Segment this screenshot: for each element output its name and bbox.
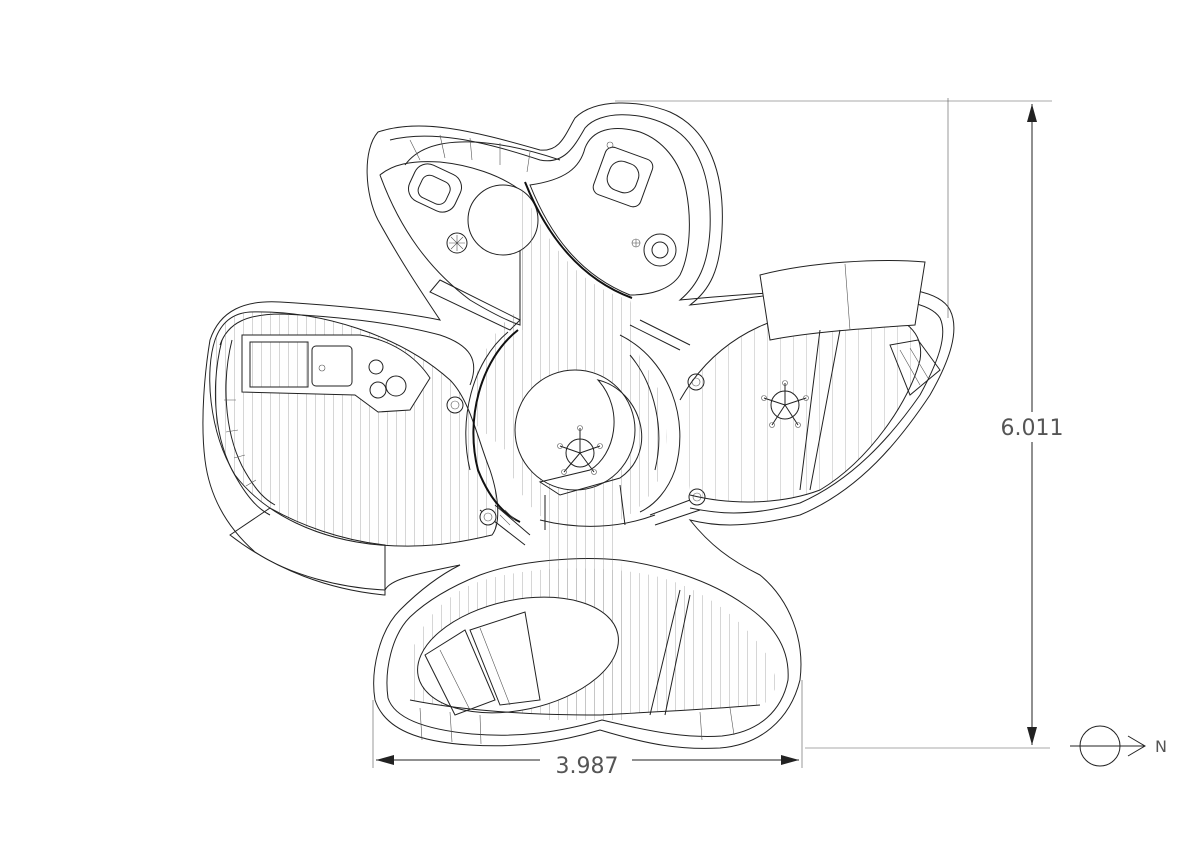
sofa-island [417, 596, 619, 714]
sink-drain [318, 364, 326, 372]
washbasin [631, 233, 677, 267]
height-dimension-label: 6.011 [1001, 416, 1064, 441]
sink-drainboard [249, 341, 309, 388]
width-dimension: 3.987 [372, 680, 803, 780]
plant-pot [446, 232, 468, 254]
west-bench-ring [214, 339, 386, 596]
desk-chair [761, 380, 809, 428]
cooktop-burner [368, 359, 384, 375]
kitchen-counter [241, 334, 431, 413]
east-room [679, 260, 941, 503]
cooktop-burner [385, 375, 407, 397]
toilet [592, 146, 654, 208]
office-chair [557, 425, 603, 475]
north-arrow-label: N [1155, 737, 1167, 756]
bathroom [524, 128, 690, 299]
south-room [407, 568, 776, 745]
sink-basin [311, 345, 353, 387]
central-pod [514, 369, 636, 491]
north-arrow-icon: N [1070, 725, 1167, 767]
armchair [407, 163, 463, 213]
height-dimension: 6.011 [615, 98, 1067, 749]
width-dimension-label: 3.987 [556, 754, 619, 779]
cooktop-burner [369, 381, 387, 399]
